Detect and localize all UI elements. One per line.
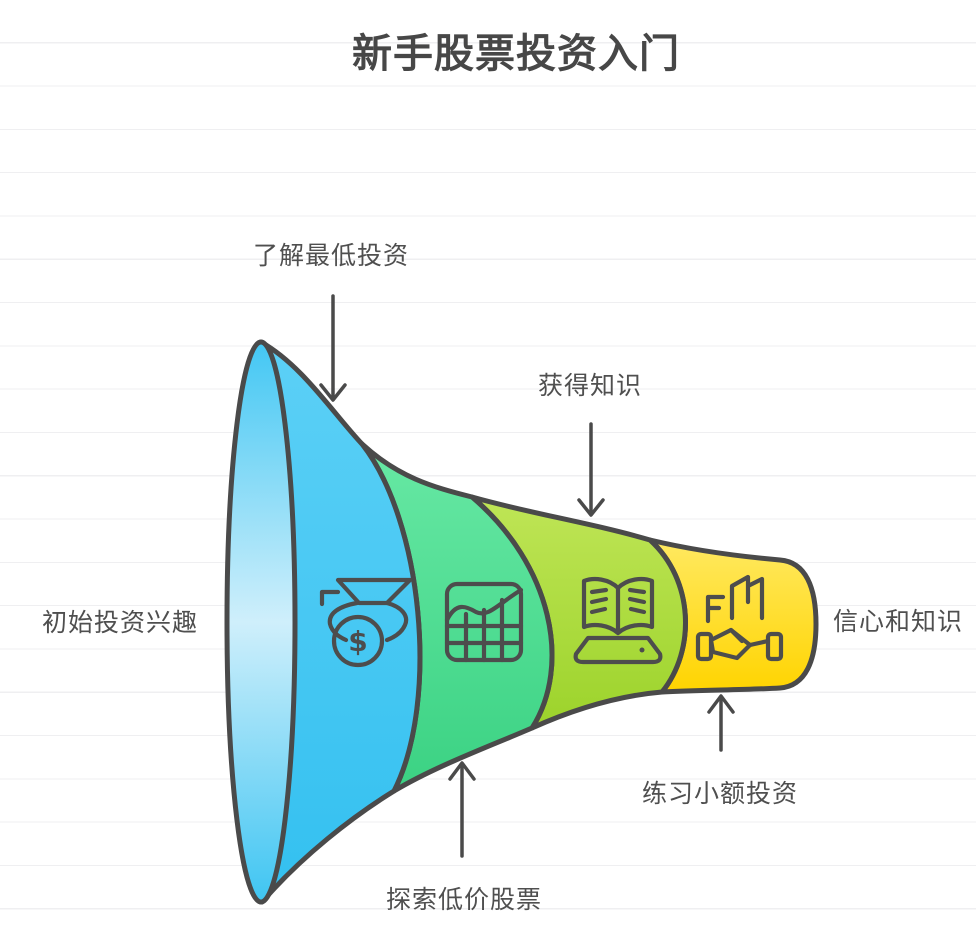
money-bag-icon: $ (319, 577, 413, 668)
annotation-arrow-minimum (319, 294, 347, 402)
open-book-icon (573, 576, 663, 665)
page-title: 新手股票投资入门 (352, 31, 680, 77)
funnel-input-label: 初始投资兴趣 (41, 608, 199, 637)
funnel-mouth (224, 339, 298, 905)
handshake-icon (695, 574, 784, 662)
annotation-arrow-knowledge (577, 422, 605, 517)
annotation-arrow-explore (448, 761, 476, 858)
stage-label-knowledge: 获得知识 (537, 371, 643, 400)
stage-label-practice: 练习小额投资 (641, 779, 799, 808)
stage-label-explore: 探索低价股票 (385, 885, 543, 914)
svg-text:$: $ (348, 625, 367, 658)
funnel-output-label: 信心和知识 (832, 607, 964, 636)
stage-label-minimum: 了解最低投资 (252, 241, 410, 270)
annotation-arrow-practice (707, 694, 735, 752)
line-chart-icon (444, 581, 524, 663)
